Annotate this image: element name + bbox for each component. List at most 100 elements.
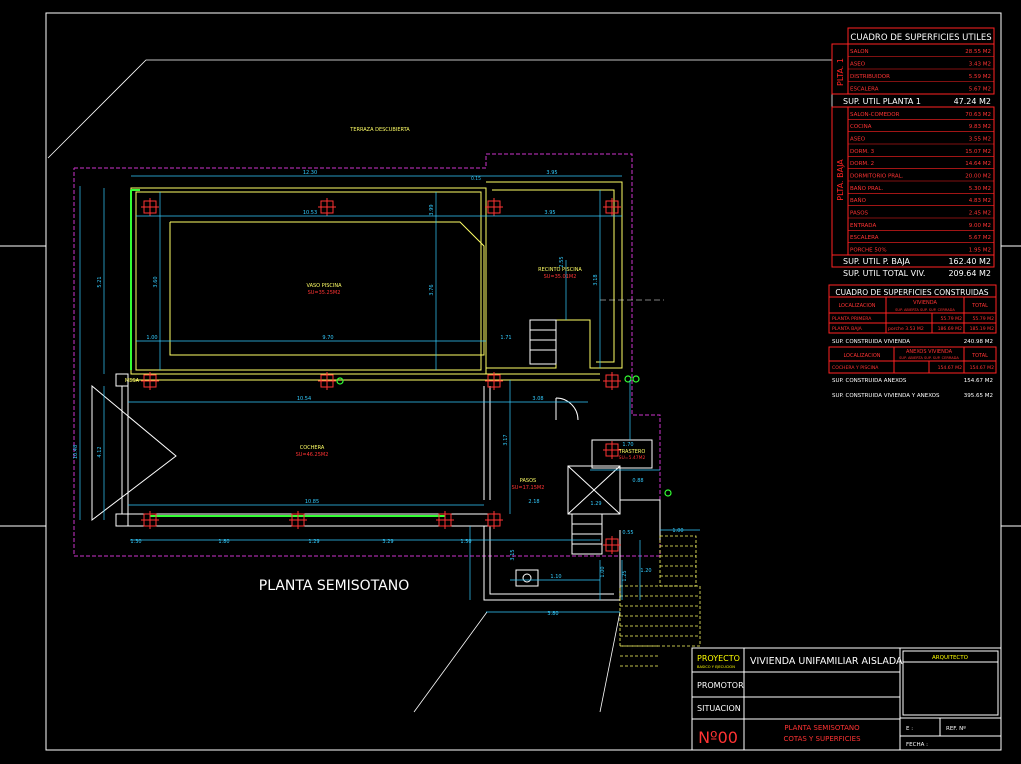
label-mesa: MESA: [125, 378, 140, 384]
utiles-row-value: 14.64 M2: [965, 161, 991, 167]
utiles-row-name: ESCALERA: [850, 87, 879, 93]
title-block-plano-line2: COTAS Y SUPERFICIES: [783, 735, 861, 743]
room-label-vaso: VASO PISCINA: [306, 283, 342, 289]
construidas-sup-vivienda-value: 240.98 M2: [964, 339, 993, 345]
drawing-text: TERRAZA DESCUBIERTA VASO PISCINA SU=35.2…: [73, 127, 684, 617]
utiles-row-name: ENTRADA: [850, 223, 876, 229]
dim-cochera-cota: 2.18: [528, 499, 539, 505]
dim-cochera-top: 10.54: [297, 396, 311, 402]
construidas-row-b: 55.79 M2: [941, 316, 963, 322]
title-block-proyecto-label: PROYECTO: [697, 654, 740, 663]
room-label-terraza: TERRAZA DESCUBIERTA: [349, 127, 410, 133]
anexos-row-b: 154.67 M2: [938, 365, 962, 371]
dim-left-v2: 4.12: [97, 446, 103, 457]
construidas-sup-total-value: 395.65 M2: [964, 393, 993, 399]
dim-top-total: 12.30: [303, 170, 317, 176]
utiles-group2-total-label: SUP. UTIL P. BAJA: [843, 257, 911, 266]
dim-stair-6: 1.20: [640, 568, 651, 574]
title-block-proyecto-sub: BASICO Y EJECUCION: [697, 665, 735, 669]
room-area-trastero: SU=5.47M2: [619, 455, 646, 461]
construidas-h-total-2: TOTAL: [971, 353, 988, 359]
dim-bottom-3: 1.29: [308, 539, 319, 545]
pool-green-edge: [130, 189, 140, 370]
garage-walls: [115, 373, 500, 527]
construidas-h-anexos-sub: SUP. ABIERTA SUP. SUP. CERRADA: [899, 356, 959, 360]
room-area-vaso: SU=35.25M2: [308, 290, 341, 296]
construidas-sup-anexos-label: SUP. CONSTRUIDA ANEXOS: [832, 378, 907, 384]
room-area-pasos: SU=17.15M2: [512, 485, 545, 491]
construidas-h-vivienda: VIVIENDA: [913, 300, 937, 306]
dim-pool-v1: 3.60: [153, 276, 159, 287]
dim-stair-3: 1.00: [600, 566, 606, 577]
dim-right-1: 1.70: [622, 442, 633, 448]
dim-cochera-v2: 3.17: [503, 434, 509, 445]
construidas-sup-anexos-value: 154.67 M2: [964, 378, 993, 384]
utiles-row-value: 9.00 M2: [969, 223, 991, 229]
green-markers: [336, 375, 672, 497]
dim-bottom-1: 1.30: [130, 539, 141, 545]
utiles-row-name: PASOS: [850, 211, 869, 217]
title-block-escala: E :: [906, 726, 913, 732]
room-label-pasos: PASOS: [520, 478, 536, 484]
construidas-row-b: 186.69 M2: [938, 326, 962, 332]
utiles-row-value: 5.30 M2: [969, 186, 991, 192]
room-label-cochera: COCHERA: [300, 445, 325, 451]
utiles-row-name: DORMITORIO PRAL.: [850, 174, 904, 180]
utiles-row-value: 5.59 M2: [969, 74, 991, 80]
dim-pool-v3: 2.55: [559, 256, 565, 267]
utiles-group2-total-value: 162.40 M2: [948, 257, 991, 266]
title-block-fecha: FECHA :: [906, 742, 928, 748]
dimension-lines: [79, 175, 700, 613]
ramp-triangle: [91, 384, 177, 522]
utiles-row-value: 70.63 M2: [965, 112, 991, 118]
sheet-frame: [0, 12, 1021, 751]
utiles-grand-total-label: SUP. UTIL TOTAL VIV.: [843, 269, 925, 278]
dim-left-a: 10.48: [73, 445, 79, 459]
utiles-row-name: SALON: [850, 49, 869, 55]
room-area-cochera: SU=46.25M2: [296, 452, 329, 458]
construidas-h-vivienda-sub: SUP. ABIERTA SUP. SUP. CERRADA: [895, 308, 955, 312]
dim-bottom-6: 1.10: [550, 574, 561, 580]
dim-stair-7: 1.00: [672, 528, 683, 534]
construidas-h-localizacion: LOCALIZACION: [838, 303, 875, 309]
dim-right-3: 1.29: [590, 501, 601, 507]
dim-pool-v2: 3.99: [429, 204, 435, 215]
title-block-ref: REF. Nº: [946, 725, 966, 732]
drawing-title: PLANTA SEMISOTANO: [259, 578, 410, 594]
boundary-line: [73, 153, 661, 557]
utiles-row-name: ASEO: [850, 137, 866, 143]
dim-stair-2: 0.55: [622, 530, 633, 536]
exterior-stairs: [619, 535, 701, 667]
utiles-row-name: ESCALERA: [850, 235, 879, 241]
utiles-group1-total-label: SUP. UTIL PLANTA 1: [843, 97, 921, 106]
utiles-row-value: 4.83 M2: [969, 198, 991, 204]
utiles-row-name: BAÑO PRAL.: [850, 185, 883, 192]
anexos-row-loc: COCHERA Y PISCINA: [832, 365, 879, 371]
dim-pool-h1: 1.00: [146, 335, 157, 341]
dim-bottom-5: 1.50: [460, 539, 471, 545]
title-block-arquitecto-label: ARQUITECTO: [932, 655, 969, 661]
columns: [141, 198, 621, 554]
utiles-row-value: 3.55 M2: [969, 137, 991, 143]
utiles-row-value: 15.07 M2: [965, 149, 991, 155]
room-area-recinto: SU=35.01M2: [544, 274, 577, 280]
utiles-group1-total-value: 47.24 M2: [954, 97, 991, 106]
construidas-row-total: 185.19 M2: [970, 326, 994, 332]
utiles-grand-total-value: 209.64 M2: [948, 269, 991, 278]
utiles-row-name: DORM. 3: [850, 149, 875, 155]
utiles-row-value: 28.55 M2: [965, 49, 991, 55]
title-block-plano-line1: PLANTA SEMISOTANO: [784, 724, 860, 732]
dim-pool-inner: 3.76: [429, 284, 435, 295]
construidas-h-total: TOTAL: [971, 303, 988, 309]
dim-bottom-2: 1.80: [218, 539, 229, 545]
construidas-sup-vivienda-label: SUP. CONSTRUIDA VIVIENDA: [832, 339, 910, 345]
utiles-row-name: PORCHE 50%: [850, 248, 887, 254]
dim-pool-h2: 9.70: [322, 335, 333, 341]
utiles-row-name: DISTRIBUIDOR: [850, 74, 890, 80]
construidas-row-loc: PLANTA BAJA: [832, 326, 863, 332]
utiles-group1-label: PLTA. 1: [836, 58, 845, 86]
